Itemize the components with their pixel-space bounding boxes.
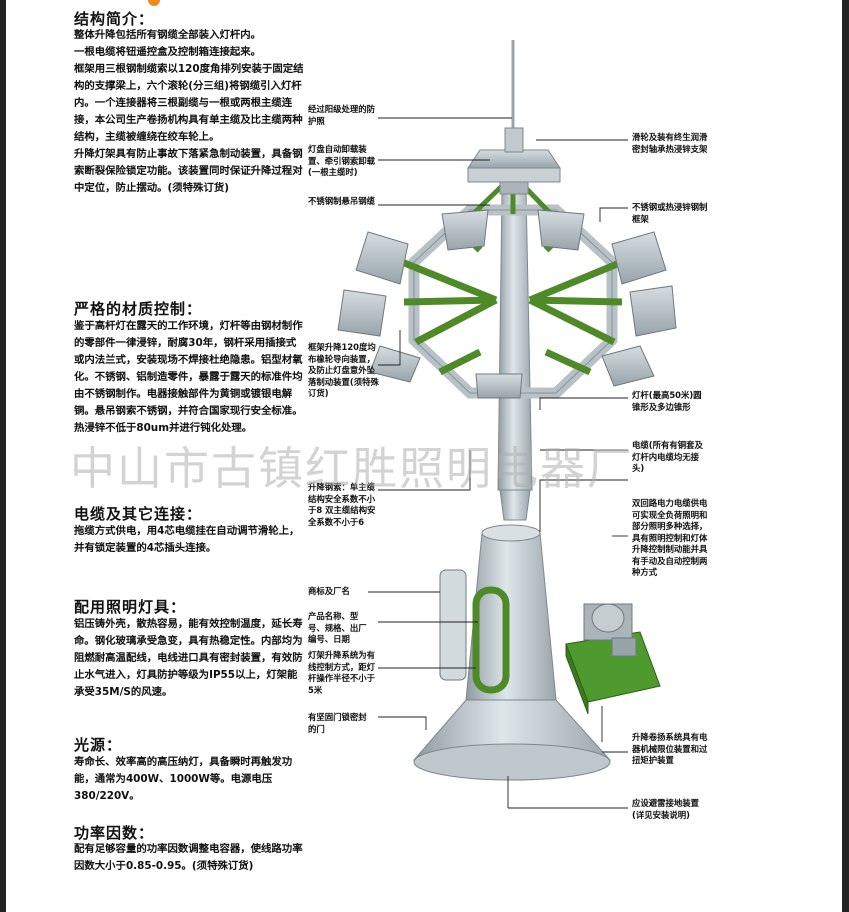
paragraph: 升降灯架具有防止事故下落紧急制动装置，具备钢索断裂保险锁定功能。该装置同时保证升… (74, 148, 303, 194)
label-pulley: 滑轮及装有终生润滑密封轴承热浸锌支架 (632, 132, 708, 154)
label-auto-unload: 灯盘自动卸载装置、牵引钢索卸载(一根主缆时) (308, 144, 375, 177)
section-body-light-source: 寿命长、效率高的高压纳灯，具备瞬时再触发功能，通常为400W、1000W等。电源… (74, 754, 304, 805)
paragraph: 一根电缆将钮遥控盒及控制箱连接起来。 (74, 46, 262, 58)
paragraph: 配有足够容量的功率因数调整电容器，使线路功率因数大小于0.85-0.95。(须特… (74, 843, 303, 872)
section-title-lamps: 配用照明灯具： (74, 598, 187, 616)
section-title-cable: 电缆及其它连接： (74, 505, 203, 523)
pole-middle (499, 489, 531, 521)
label-product-name: 产品名称、型号、规格、出厂编号、日期 (308, 611, 367, 644)
label-winch-system: 升降卷扬系统具有电器机械限位装置和过扭矩护装置 (632, 732, 708, 765)
paragraph: 框架用三根钢制缆索以120度角排列安装于固定结构的支撑梁上，六个滚轮(分三组)将… (74, 63, 304, 143)
accent-dot (148, 0, 160, 6)
lower-pole-top (481, 524, 541, 542)
winch-motor (611, 637, 637, 657)
page-border-left (0, 0, 6, 912)
section-body-material: 鉴于高杆灯在露天的工作环境，灯杆等由钢材制作的零部件一律浸锌，耐腐30年，钢杆采… (74, 318, 304, 437)
pole-head-cap (504, 127, 524, 153)
label-guide-roller: 框架升降120度均布橡轮导向装置，及防止灯盘意外坠落制动装置(须特殊订货) (308, 342, 379, 398)
paragraph: 整体升降包括所有钢缆全部装入灯杆内。 (74, 29, 262, 41)
pole-head-collar (499, 181, 529, 195)
label-wired-control: 灯架升降系统为有线控制方式，距灯杆操作半径不小于5米 (308, 650, 375, 695)
paragraph: 铝压铸外壳，散热容易，能有效控制温度，延长寿命。钢化玻璃承受急变，具有热稳定性。… (74, 618, 303, 698)
section-title-light-source: 光源： (74, 736, 123, 754)
winch-base-side (565, 643, 589, 715)
paragraph: 拖缆方式供电，用4芯电缆挂在自动调节滑轮上，并有锁定装置的4芯插头连接。 (74, 525, 300, 554)
winch-drum (591, 603, 625, 633)
label-cable: 电缆(所有有铜套及灯杆内电缆均无接头) (632, 440, 703, 473)
label-trademark: 商标及厂名 (308, 586, 350, 596)
label-sealed-door: 有坚固门锁密封的门 (308, 712, 367, 734)
cable-loop (472, 586, 510, 694)
pole-door (439, 569, 467, 681)
section-body-structure: 整体升降包括所有钢缆全部装入灯杆内。 一根电缆将钮遥控盒及控制箱连接起来。 框架… (74, 27, 304, 197)
paragraph: 寿命长、效率高的高压纳灯，具备瞬时再触发功能，通常为400W、1000W等。电源… (74, 756, 293, 802)
paragraph: 鉴于高杆灯在露天的工作环境，灯杆等由钢材制作的零部件一律浸锌，耐腐30年，钢杆采… (74, 320, 303, 434)
watermark: 中山市古镇红胜照明电器厂 (70, 442, 635, 495)
section-body-power-factor: 配有足够容量的功率因数调整电容器，使线路功率因数大小于0.85-0.95。(须特… (74, 841, 304, 875)
section-title-structure: 结构简介： (74, 10, 155, 28)
label-anodized-cover: 经过阳级处理的防护照 (308, 104, 375, 126)
pole-base-plate (413, 743, 611, 781)
label-dual-circuit: 双回路电力电缆供电可实现全负荷照明和部分照明多种选择，具有照明控制和灯体升降控制… (632, 498, 708, 577)
page-border-right (842, 0, 849, 912)
section-title-material: 严格的材质控制： (74, 300, 203, 318)
pole-head-pulley (467, 167, 561, 183)
section-title-power-factor: 功率因数： (74, 824, 155, 842)
section-body-cable: 拖缆方式供电，用4芯电缆挂在自动调节滑轮上，并有锁定装置的4芯插头连接。 (74, 523, 304, 557)
label-steel-cable: 不锈钢制悬吊钢缆 (308, 196, 375, 206)
leader-lines (368, 117, 628, 809)
section-body-lamps: 铝压铸外壳，散热容易，能有效控制温度，延长寿命。钢化玻璃承受急变，具有热稳定性。… (74, 616, 304, 701)
label-lift-cable: 升降钢索：单主缆结构安全系数不小于8 双主缆结构安全系数不小于6 (308, 482, 376, 527)
floodlights (337, 209, 677, 399)
label-grounding: 应设避雷接地装置(详见安装说明) (632, 798, 699, 820)
label-frame: 不锈钢或热浸锌钢制框架 (632, 202, 708, 224)
label-pole: 灯杆(最高50米)圆锥形及多边锥形 (632, 390, 702, 412)
pole-head-top (467, 149, 561, 169)
